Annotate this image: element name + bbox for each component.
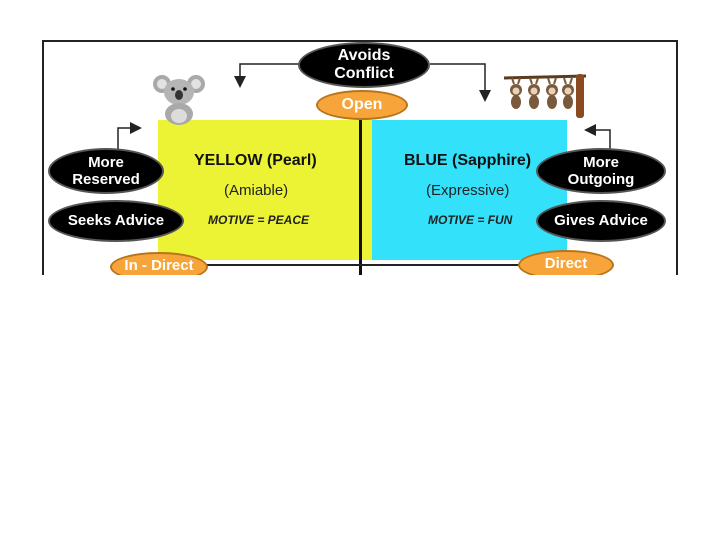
more-outgoing-line2: Outgoing	[567, 171, 635, 188]
personality-diagram: Avoids Conflict Open More Reserved Seeks…	[42, 40, 678, 275]
avoids-conflict-line2: Conflict	[334, 65, 394, 82]
frame-top-border	[42, 40, 678, 42]
open-label: Open	[316, 90, 408, 120]
indirect-label: In - Direct	[110, 252, 208, 275]
arrow-left	[117, 122, 142, 150]
connector-arrows	[117, 63, 611, 150]
more-reserved-line2: Reserved	[72, 171, 140, 188]
frame-left-border	[42, 40, 44, 275]
frame-right-border	[676, 40, 678, 275]
more-outgoing-label: More Outgoing	[536, 148, 666, 194]
horizontal-axis	[112, 264, 612, 266]
blue-quadrant	[372, 120, 567, 260]
avoids-conflict-label: Avoids Conflict	[298, 42, 430, 88]
more-reserved-line1: More	[88, 153, 124, 171]
more-reserved-label: More Reserved	[48, 148, 164, 194]
more-outgoing-line1: More	[583, 153, 619, 171]
arrow-top-right	[430, 63, 491, 102]
koala-icon	[153, 75, 205, 125]
yellow-subtitle: (Amiable)	[224, 182, 289, 199]
avoids-conflict-line1: Avoids	[337, 46, 391, 64]
arrow-right	[584, 124, 611, 150]
monkeys-icon	[503, 74, 587, 118]
arrow-top-left	[234, 63, 300, 88]
direct-label: Direct	[518, 250, 614, 275]
yellow-title: YELLOW (Pearl)	[194, 152, 317, 169]
seeks-advice-label: Seeks Advice	[48, 200, 184, 242]
gives-advice-label: Gives Advice	[536, 200, 666, 242]
vertical-axis	[359, 104, 362, 275]
blue-motive: MOTIVE = FUN	[428, 213, 513, 227]
blue-subtitle: (Expressive)	[426, 182, 510, 199]
blue-title: BLUE (Sapphire)	[404, 152, 532, 169]
yellow-motive: MOTIVE = PEACE	[208, 213, 310, 227]
